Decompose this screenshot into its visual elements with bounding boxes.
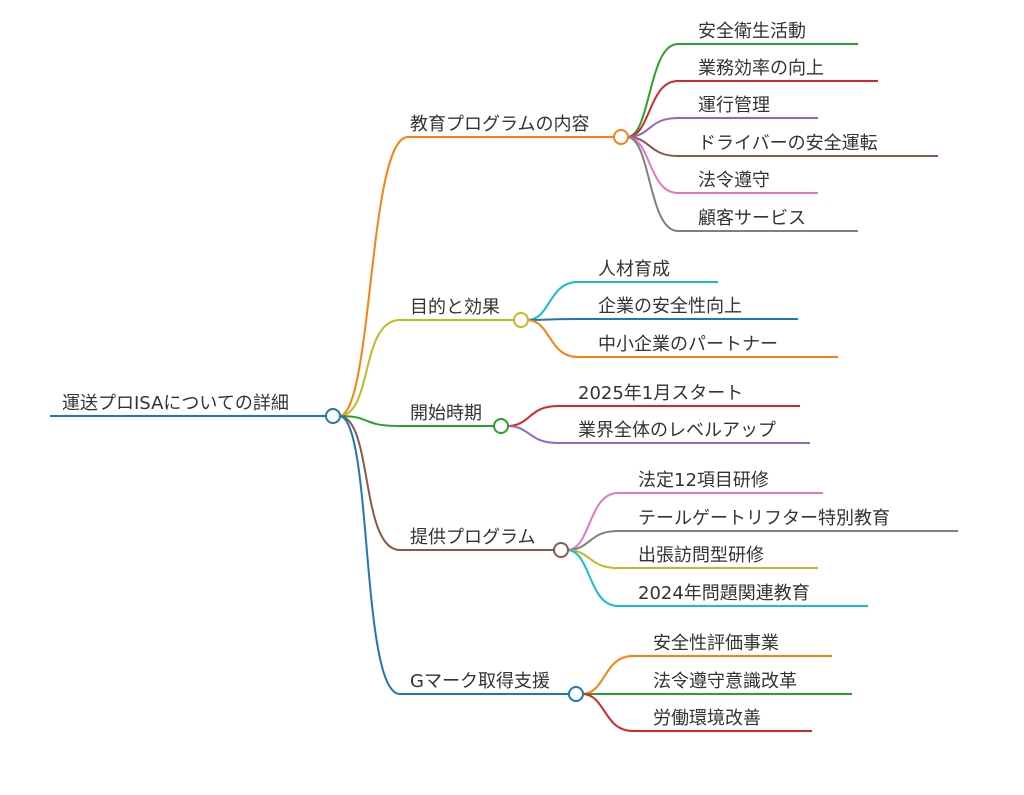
child-label-0-4: 法令遵守: [698, 170, 770, 191]
child-label-3-2: 出張訪問型研修: [638, 545, 764, 566]
root-label: 運送プロISAについての詳細: [62, 393, 289, 414]
child-label-0-1: 業務効率の向上: [698, 58, 824, 79]
child-label-4-1: 法令遵守意識改革: [653, 671, 797, 692]
branch-label-2: 開始時期: [410, 403, 482, 424]
branch-label-0: 教育プログラムの内容: [410, 114, 589, 135]
child-label-4-0: 安全性評価事業: [653, 633, 779, 654]
child-connector-4-0: [581, 655, 634, 695]
child-connector-0-0: [626, 43, 679, 138]
child-connector-2-1: [506, 425, 559, 444]
mindmap-labels: 運送プロISAについての詳細 教育プログラムの内容 安全衛生活動業務効率の向上運行管…: [62, 21, 890, 729]
child-label-1-1: 企業の安全性向上: [598, 296, 742, 317]
child-label-1-2: 中小企業のパートナー: [598, 334, 778, 355]
child-connector-4-2: [581, 693, 634, 732]
child-label-3-1: テールゲートリフター特別教育: [638, 508, 890, 529]
branch-label-1: 目的と効果: [410, 297, 500, 318]
child-connector-3-3: [566, 549, 619, 607]
branch-label-4: Gマーク取得支援: [410, 671, 550, 692]
child-connector-0-1: [626, 80, 679, 138]
child-label-0-0: 安全衛生活動: [698, 21, 806, 42]
child-label-2-1: 業界全体のレベルアップ: [578, 420, 776, 441]
child-label-4-2: 労働環境改善: [653, 708, 761, 729]
child-connector-1-2: [526, 319, 579, 358]
branch-connector-2: [338, 415, 401, 427]
child-label-0-5: 顧客サービス: [698, 208, 806, 229]
child-connector-2-0: [506, 405, 559, 427]
child-label-1-0: 人材育成: [598, 259, 670, 280]
child-label-0-2: 運行管理: [698, 95, 770, 116]
child-label-3-0: 法定12項目研修: [638, 470, 769, 491]
mindmap-nodes: [325, 129, 629, 702]
branch-node-4: [568, 686, 584, 702]
branch-node-1: [513, 312, 529, 328]
child-connector-3-0: [566, 492, 619, 551]
branch-label-3: 提供プログラム: [410, 527, 535, 548]
child-label-3-3: 2024年問題関連教育: [638, 583, 810, 604]
child-connector-1-0: [526, 281, 579, 321]
child-connector-1-1: [526, 318, 579, 321]
branch-node-3: [553, 542, 569, 558]
branch-node-0: [613, 129, 629, 145]
branch-node-2: [493, 418, 509, 434]
root-node: [325, 408, 341, 424]
branch-connector-3: [338, 415, 401, 551]
child-connector-0-5: [626, 136, 679, 232]
mindmap-edges: [50, 43, 958, 732]
branch-connector-1: [338, 319, 401, 417]
child-label-2-0: 2025年1月スタート: [578, 383, 743, 404]
branch-connector-4: [338, 415, 401, 695]
child-connector-0-4: [626, 136, 679, 194]
branch-connector-0: [338, 136, 409, 417]
child-label-0-3: ドライバーの安全運転: [698, 133, 878, 154]
